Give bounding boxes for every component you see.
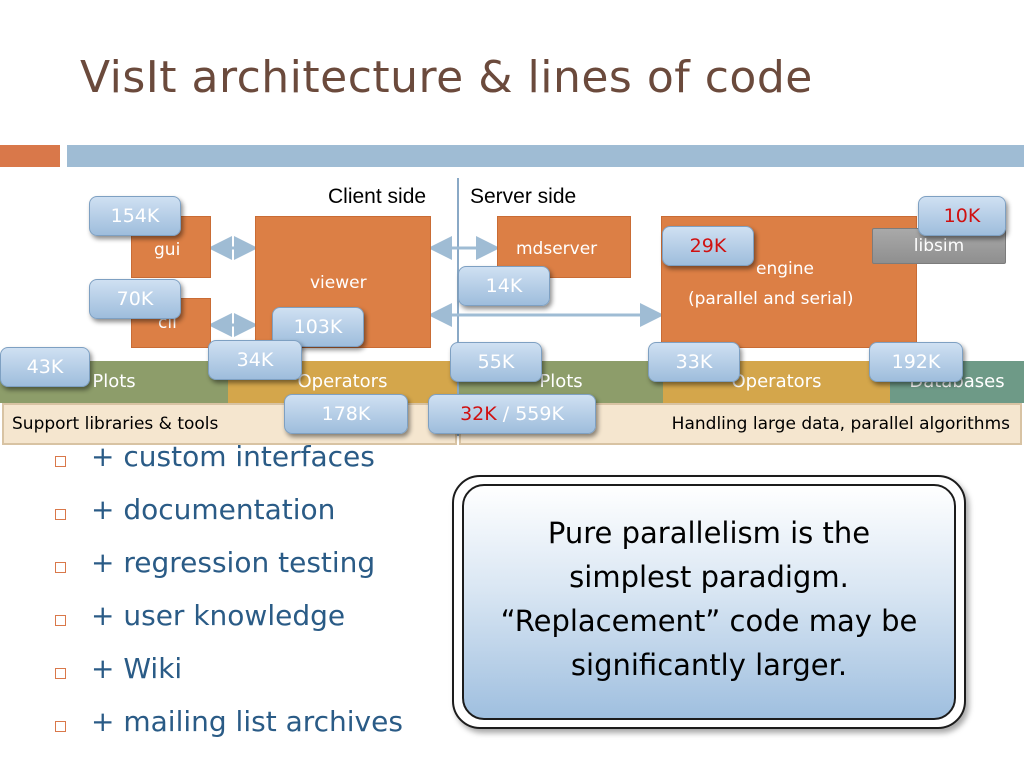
gui-box: gui: [131, 216, 211, 278]
engine-label: engine: [756, 259, 814, 279]
bullet-square-icon: [55, 615, 66, 626]
total-loc-separator: /: [496, 403, 516, 425]
bullet-square-icon: [55, 562, 66, 573]
viewer-label: viewer: [310, 273, 367, 293]
bullet-square-icon: [55, 721, 66, 732]
client-operators-loc-badge: 34K: [208, 340, 302, 380]
bullet-square-icon: [55, 456, 66, 467]
mdserver-loc-badge: 14K: [458, 266, 550, 306]
mdserver-label: mdserver: [516, 239, 598, 259]
client-plots-loc-badge: 43K: [0, 347, 90, 387]
client-side-label: Client side: [328, 185, 427, 208]
gui-label: gui: [154, 240, 181, 260]
cli-loc-badge: 70K: [89, 279, 181, 319]
parallel-loc-value: 32K: [460, 403, 497, 425]
viewer-loc-badge: 103K: [272, 307, 364, 347]
server-side-label: Server side: [470, 185, 577, 208]
server-plots-loc-badge: 55K: [450, 342, 542, 382]
bullet-square-icon: [55, 509, 66, 520]
callout-line: simplest paradigm.: [569, 560, 849, 594]
callout-line: “Replacement” code may be: [500, 604, 918, 638]
engine-loc-badge: 29K: [662, 226, 754, 266]
bullet-square-icon: [55, 668, 66, 679]
slide-title: VisIt architecture & lines of code: [80, 52, 813, 103]
gui-loc-badge: 154K: [89, 196, 181, 236]
libsim-loc-badge: 10K: [918, 196, 1006, 236]
server-operators-loc-badge: 33K: [648, 342, 740, 382]
support-loc-badge: 178K: [284, 394, 408, 434]
callout-line: significantly larger.: [570, 648, 848, 682]
accent-bar-blue: [67, 145, 1024, 167]
callout-line: Pure parallelism is the: [547, 516, 871, 550]
databases-loc-badge: 192K: [869, 342, 963, 382]
callout-text: Pure parallelism is the simplest paradig…: [462, 511, 956, 687]
total-loc-value: 559K: [515, 403, 564, 425]
accent-bar-orange: [0, 145, 60, 167]
engine-sublabel: (parallel and serial): [688, 289, 854, 309]
total-loc-badge: 32K / 559K: [428, 394, 596, 434]
callout-box: [462, 484, 956, 720]
